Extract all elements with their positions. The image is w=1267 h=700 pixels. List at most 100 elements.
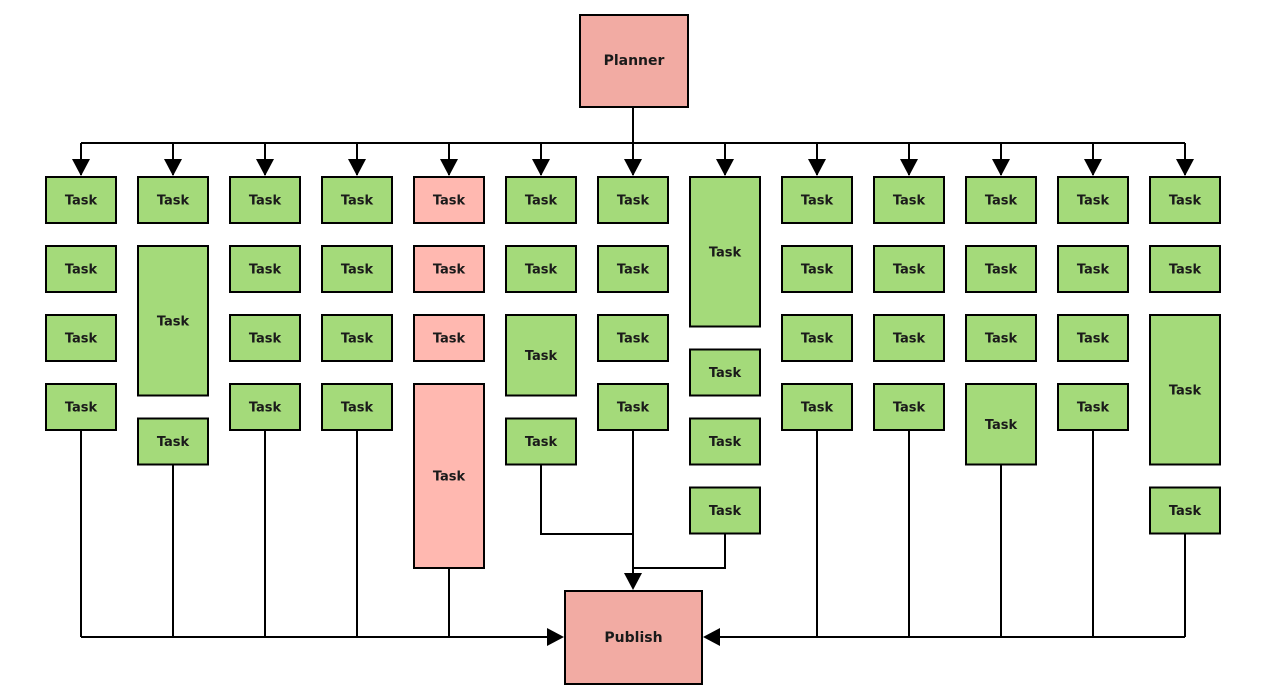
task-node[interactable]: Task <box>321 245 393 293</box>
task-node[interactable]: Task <box>873 245 945 293</box>
task-node[interactable]: Task <box>1149 176 1221 224</box>
task-node[interactable]: Task <box>1149 486 1221 535</box>
task-box[interactable] <box>689 348 761 397</box>
task-box[interactable] <box>1149 314 1221 466</box>
task-node[interactable]: Task <box>505 417 577 466</box>
task-node[interactable]: Task <box>505 245 577 293</box>
task-box[interactable] <box>321 314 393 362</box>
task-box[interactable] <box>413 383 485 569</box>
task-box[interactable] <box>45 245 117 293</box>
task-box[interactable] <box>965 314 1037 362</box>
task-node[interactable]: Task <box>137 176 209 224</box>
task-node[interactable]: Task <box>781 383 853 431</box>
task-box[interactable] <box>45 383 117 431</box>
task-node[interactable]: Task <box>413 245 485 293</box>
planner-box[interactable] <box>579 14 689 108</box>
task-box[interactable] <box>1057 245 1129 293</box>
planner-node[interactable]: Planner <box>579 14 689 108</box>
task-box[interactable] <box>1149 176 1221 224</box>
task-node[interactable]: Task <box>873 383 945 431</box>
task-node[interactable]: Task <box>873 314 945 362</box>
task-node[interactable]: Task <box>965 176 1037 224</box>
task-node[interactable]: Task <box>1057 383 1129 431</box>
task-box[interactable] <box>965 245 1037 293</box>
task-node[interactable]: Task <box>1057 245 1129 293</box>
task-box[interactable] <box>505 176 577 224</box>
task-node[interactable]: Task <box>965 383 1037 466</box>
task-node[interactable]: Task <box>321 176 393 224</box>
task-node[interactable]: Task <box>873 176 945 224</box>
task-node[interactable]: Task <box>45 314 117 362</box>
task-box[interactable] <box>873 245 945 293</box>
task-box[interactable] <box>689 486 761 535</box>
task-box[interactable] <box>45 176 117 224</box>
task-box[interactable] <box>689 417 761 466</box>
task-box[interactable] <box>413 176 485 224</box>
task-box[interactable] <box>137 245 209 397</box>
task-box[interactable] <box>229 245 301 293</box>
task-node[interactable]: Task <box>229 314 301 362</box>
publish-node[interactable]: Publish <box>564 590 703 685</box>
task-box[interactable] <box>873 383 945 431</box>
task-node[interactable]: Task <box>505 176 577 224</box>
task-box[interactable] <box>597 314 669 362</box>
task-node[interactable]: Task <box>597 314 669 362</box>
task-node[interactable]: Task <box>229 245 301 293</box>
task-box[interactable] <box>413 314 485 362</box>
task-node[interactable]: Task <box>229 383 301 431</box>
task-node[interactable]: Task <box>965 314 1037 362</box>
task-node[interactable]: Task <box>1149 245 1221 293</box>
task-node[interactable]: Task <box>137 417 209 466</box>
task-box[interactable] <box>597 176 669 224</box>
task-box[interactable] <box>597 383 669 431</box>
task-box[interactable] <box>1057 176 1129 224</box>
task-box[interactable] <box>1057 383 1129 431</box>
task-box[interactable] <box>505 417 577 466</box>
task-box[interactable] <box>229 314 301 362</box>
task-box[interactable] <box>1149 245 1221 293</box>
task-node[interactable]: Task <box>1057 176 1129 224</box>
task-node[interactable]: Task <box>965 245 1037 293</box>
task-box[interactable] <box>1057 314 1129 362</box>
task-box[interactable] <box>505 245 577 293</box>
task-box[interactable] <box>781 383 853 431</box>
task-node[interactable]: Task <box>781 176 853 224</box>
task-node[interactable]: Task <box>597 383 669 431</box>
task-node[interactable]: Task <box>137 245 209 397</box>
task-box[interactable] <box>781 245 853 293</box>
task-node[interactable]: Task <box>229 176 301 224</box>
task-box[interactable] <box>965 383 1037 466</box>
task-box[interactable] <box>229 383 301 431</box>
task-box[interactable] <box>321 383 393 431</box>
task-node[interactable]: Task <box>321 314 393 362</box>
task-node[interactable]: Task <box>505 314 577 397</box>
task-box[interactable] <box>781 176 853 224</box>
task-box[interactable] <box>229 176 301 224</box>
task-node[interactable]: Task <box>45 245 117 293</box>
task-node[interactable]: Task <box>413 383 485 569</box>
task-box[interactable] <box>689 176 761 328</box>
task-box[interactable] <box>45 314 117 362</box>
task-box[interactable] <box>1149 486 1221 535</box>
task-node[interactable]: Task <box>689 348 761 397</box>
task-box[interactable] <box>137 417 209 466</box>
task-box[interactable] <box>965 176 1037 224</box>
task-box[interactable] <box>413 245 485 293</box>
task-node[interactable]: Task <box>597 245 669 293</box>
task-node[interactable]: Task <box>45 176 117 224</box>
task-node[interactable]: Task <box>689 176 761 328</box>
task-node[interactable]: Task <box>689 486 761 535</box>
task-node[interactable]: Task <box>1057 314 1129 362</box>
task-node[interactable]: Task <box>413 176 485 224</box>
task-node[interactable]: Task <box>781 314 853 362</box>
task-box[interactable] <box>781 314 853 362</box>
task-box[interactable] <box>873 176 945 224</box>
task-node[interactable]: Task <box>689 417 761 466</box>
task-box[interactable] <box>137 176 209 224</box>
task-node[interactable]: Task <box>321 383 393 431</box>
task-node[interactable]: Task <box>45 383 117 431</box>
publish-box[interactable] <box>564 590 703 685</box>
task-box[interactable] <box>321 176 393 224</box>
task-box[interactable] <box>505 314 577 397</box>
task-node[interactable]: Task <box>781 245 853 293</box>
